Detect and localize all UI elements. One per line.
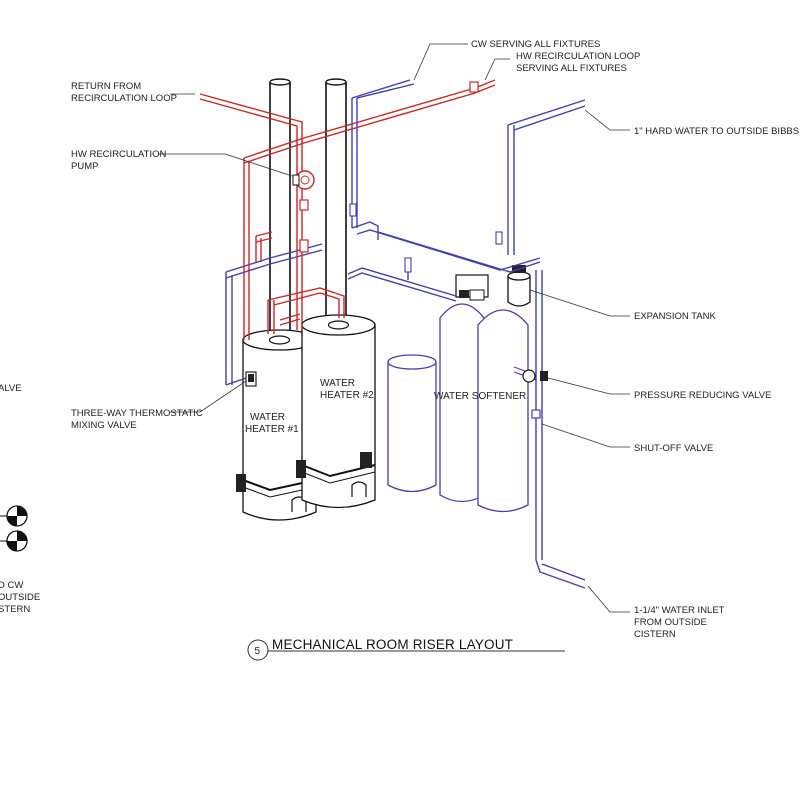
hw-pump-label: HW RECIRCULATION [71,149,166,160]
prv-label: PRESSURE REDUCING VALVE [634,390,771,401]
hw-pump-label-2: PUMP [71,161,98,172]
section-marker-icon [6,505,28,527]
annotation-labels: CW SERVING ALL FIXTURES HW RECIRCULATION… [71,39,799,640]
cropped-cw-label: D CW [0,580,23,591]
water-heater-1-label-2: HEATER #1 [245,424,299,435]
detail-number-bubble [247,639,269,661]
cw-serving-label: CW SERVING ALL FIXTURES [471,39,600,50]
mixing-valve-label: THREE-WAY THERMOSTATIC [71,408,203,419]
detail-number: 5 [255,646,261,657]
drawing-title-text: MECHANICAL ROOM RISER LAYOUT [272,637,513,652]
water-inlet-label-2: FROM OUTSIDE [634,617,707,628]
water-heater-2-label: WATER [320,378,355,389]
hw-recirc-loop-label-2: SERVING ALL FIXTURES [516,63,627,74]
hw-recirc-loop-label: HW RECIRCULATION LOOP [516,51,640,62]
water-inlet-label: 1-1/4" WATER INLET [634,605,725,616]
water-softener: WATER SOFTENER [387,274,529,513]
hw-recirculation-pump [292,170,315,190]
water-softener-label: WATER SOFTENER [434,391,526,402]
cold-water-piping [225,79,586,589]
hot-water-piping [199,79,496,340]
leader-lines [158,43,630,613]
cropped-outside-label: OUTSIDE [0,592,40,603]
cropped-left-content: ALVE D CW OUTSIDE STERN [0,383,40,615]
mixing-valve-label-2: MIXING VALVE [71,420,137,431]
section-marker-icon [6,530,28,552]
hard-water-label: 1" HARD WATER TO OUTSIDE BIBBS [634,126,799,137]
water-heater-2-label-2: HEATER #2 [320,390,374,401]
shutoff-valve-label: SHUT-OFF VALVE [634,443,713,454]
three-way-mixing-valve [245,371,257,387]
drawing-title: 5 MECHANICAL ROOM RISER LAYOUT [247,637,565,661]
water-heater-1-label: WATER [250,412,285,423]
cropped-valve-label: ALVE [0,383,22,394]
water-inlet-label-3: CISTERN [634,629,676,640]
water-heater-2: WATER HEATER #2 [296,314,376,509]
expansion-tank-label: EXPANSION TANK [634,311,716,322]
return-recirc-label-2: RECIRCULATION LOOP [71,93,177,104]
return-recirc-label: RETURN FROM [71,81,141,92]
cropped-cistern-label: STERN [0,604,30,615]
